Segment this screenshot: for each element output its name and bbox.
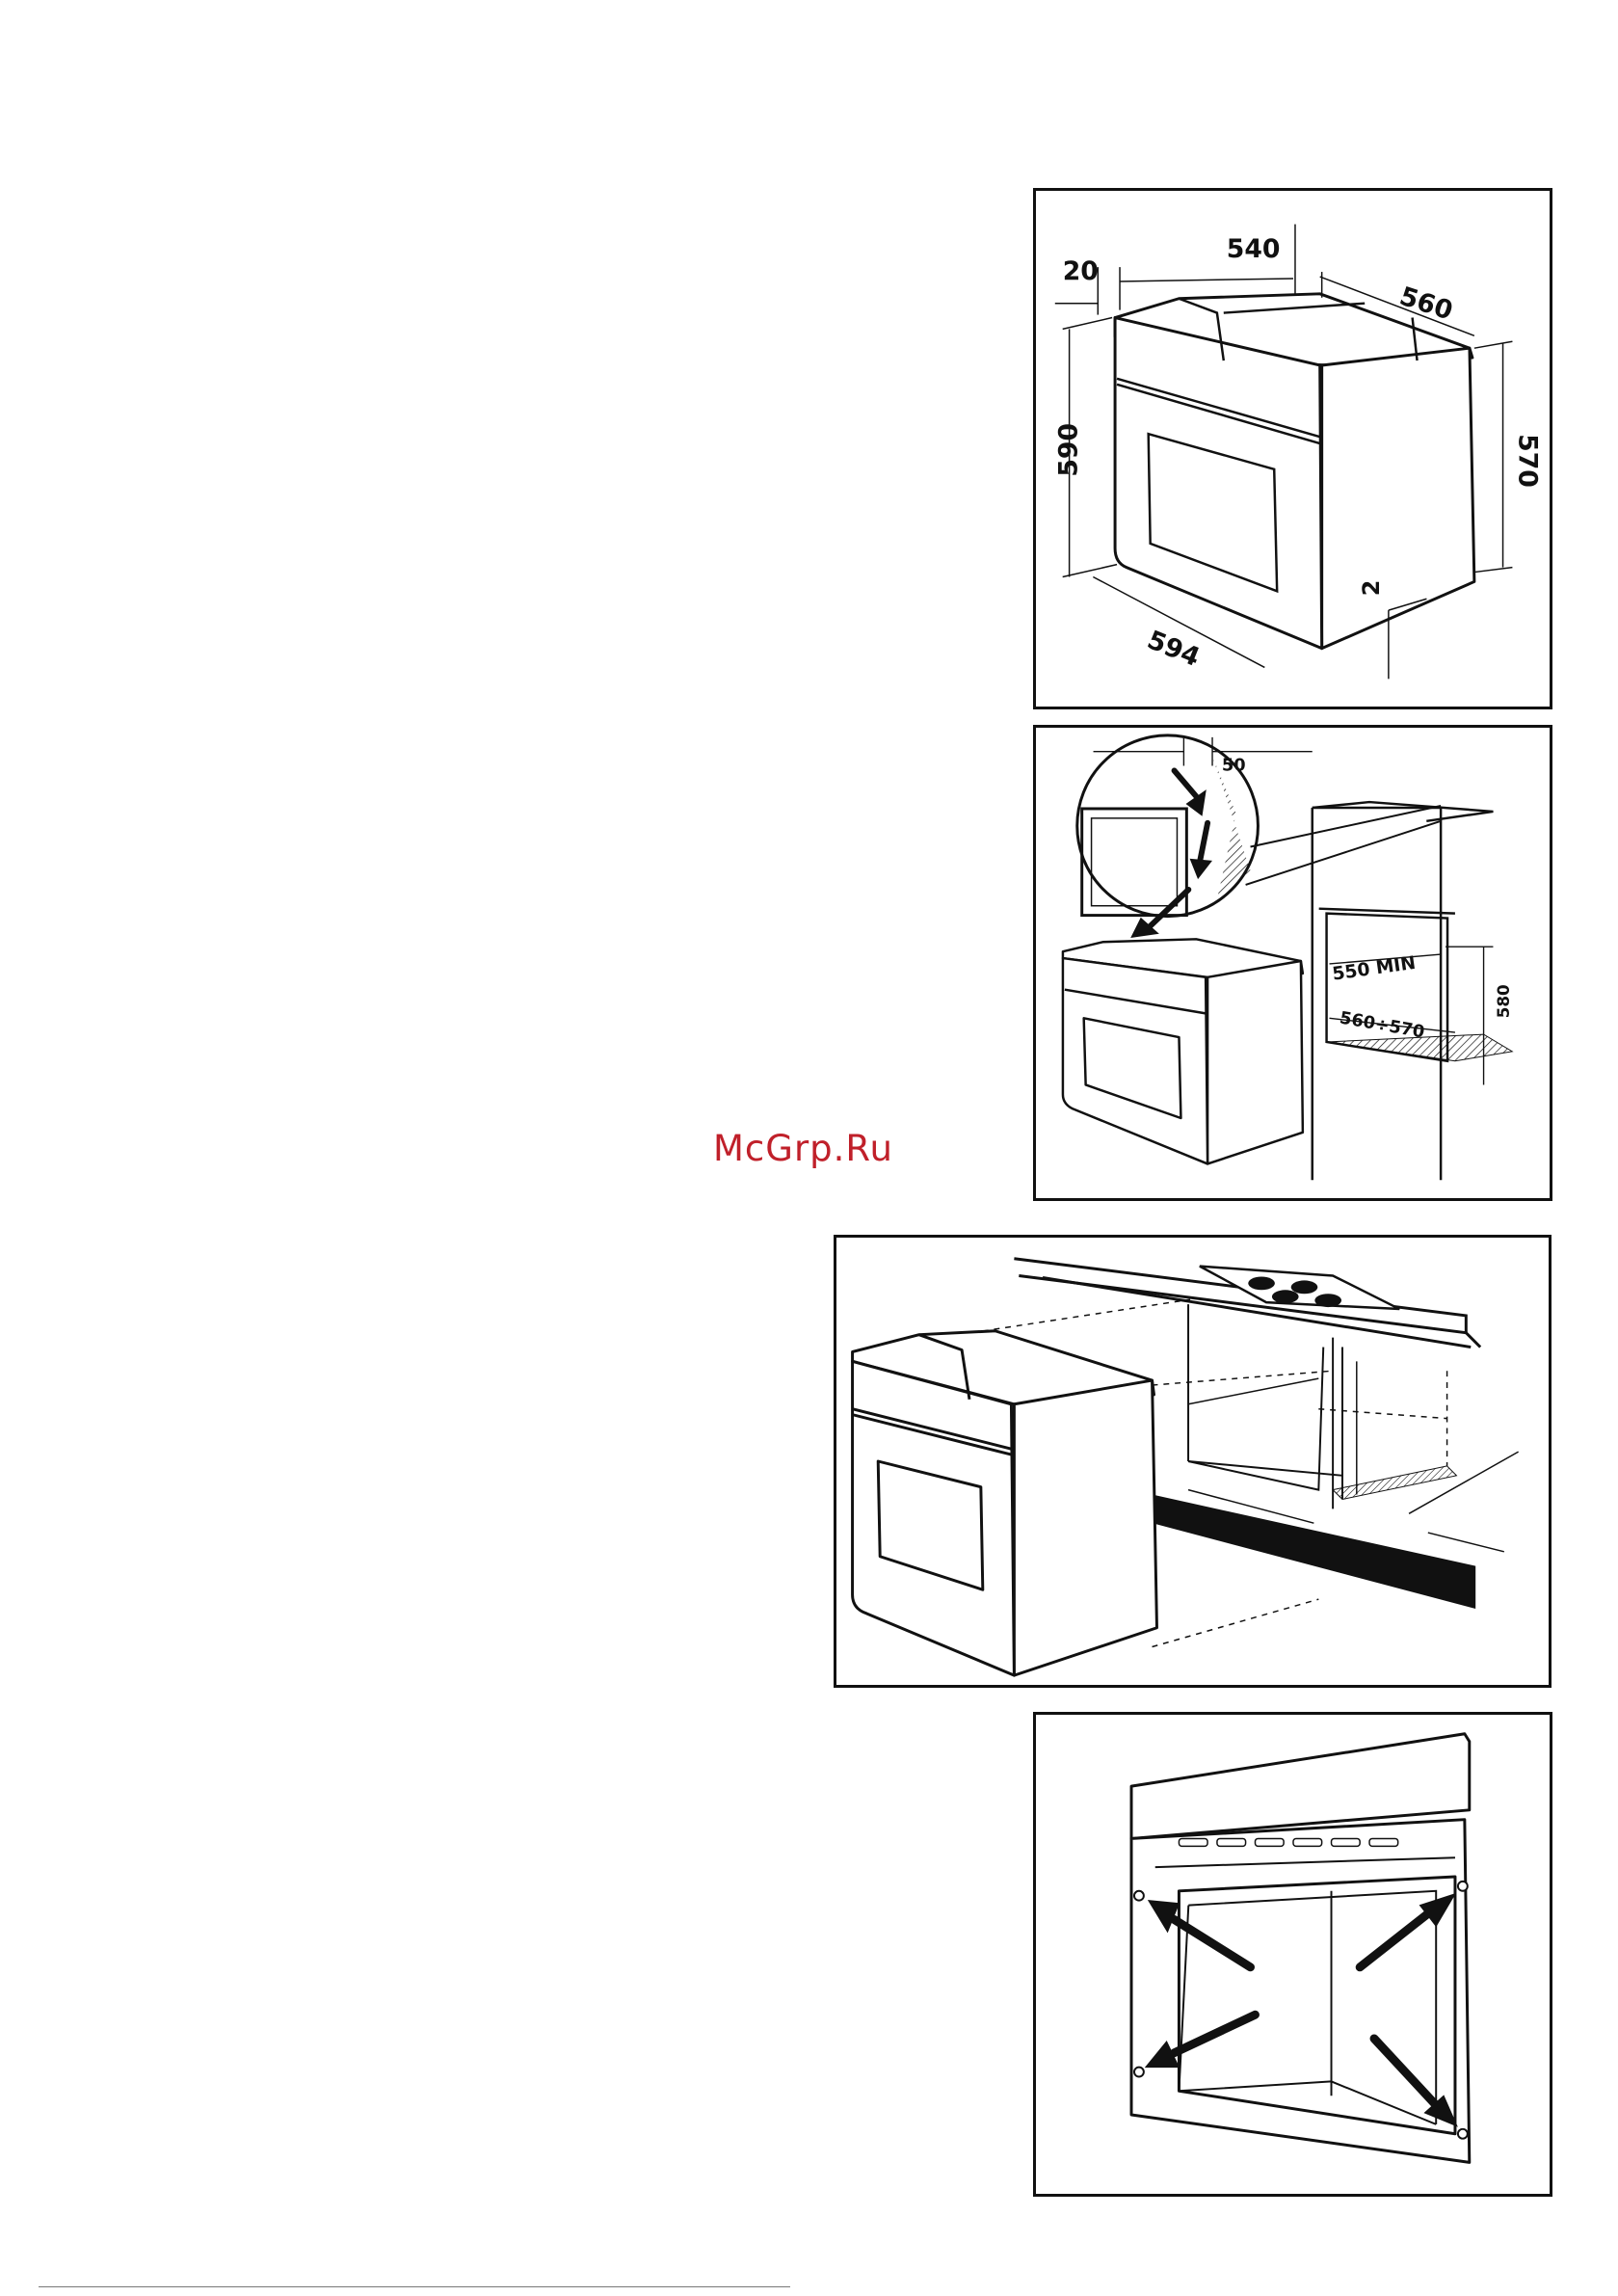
figure-fixing-points bbox=[1033, 1712, 1552, 2197]
dim-580: 580 bbox=[1494, 984, 1513, 1018]
dim-2: 2 bbox=[1358, 580, 1385, 597]
dim-50: 50 bbox=[1222, 755, 1246, 775]
dim-560: 560 bbox=[1396, 281, 1457, 327]
dim-20: 20 bbox=[1063, 256, 1099, 286]
figure-installation-under-hob bbox=[834, 1235, 1552, 1688]
dim-550-min: 550 MIN bbox=[1331, 953, 1417, 985]
figure-oven-dimensions: 540 20 560 590 570 2 594 bbox=[1033, 188, 1552, 709]
dim-540: 540 bbox=[1227, 234, 1281, 264]
footer-rule bbox=[39, 2286, 790, 2287]
watermark: McGrp.Ru bbox=[713, 1128, 893, 1169]
figure-cabinet-ventilation: 50 550 MIN 580 560÷570 bbox=[1033, 725, 1552, 1201]
oven-dimensions-drawing: 540 20 560 590 570 2 594 bbox=[1036, 191, 1550, 707]
dim-594: 594 bbox=[1143, 625, 1204, 673]
cabinet-ventilation-drawing: 50 550 MIN 580 560÷570 bbox=[1036, 728, 1550, 1198]
fixing-points-drawing bbox=[1036, 1715, 1550, 2194]
dim-590: 590 bbox=[1054, 423, 1084, 477]
dim-570: 570 bbox=[1512, 434, 1542, 488]
installation-drawing bbox=[836, 1238, 1549, 1685]
dim-560-570: 560÷570 bbox=[1339, 1007, 1426, 1042]
